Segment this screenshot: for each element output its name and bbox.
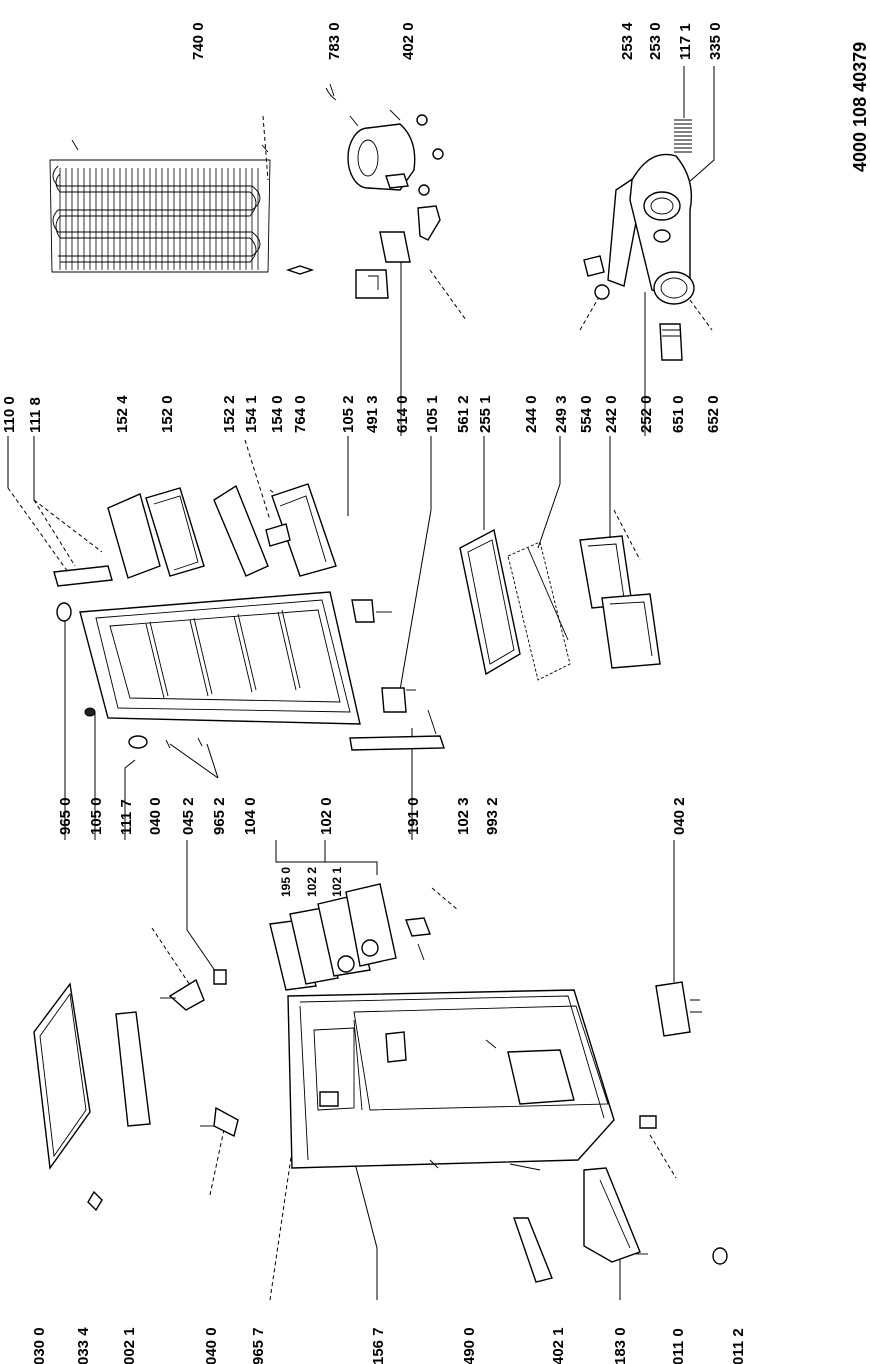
label-040-0-bottom: 040 0 [203,1327,220,1364]
label-252-0: 252 0 [638,395,655,433]
label-110-0: 110 0 [1,396,18,433]
label-156-7: 156 7 [370,1327,387,1364]
label-191-0: 191 0 [405,797,422,835]
hardware [87,917,728,1265]
freezer-door [56,591,361,725]
label-253-4: 253 4 [619,22,636,60]
label-102-2: 102 2 [305,867,319,897]
part-labels: 030 0 033 4 002 1 040 0 965 7 156 7 490 … [1,22,747,1364]
top-panel [33,982,151,1170]
hinges-upper [128,599,445,751]
document-id: 4000 108 40379 [850,42,870,172]
label-111-8: 111 8 [27,397,44,433]
label-490-0: 490 0 [461,1327,478,1364]
label-105-0: 105 0 [88,797,105,835]
freezer-drawers [579,535,661,669]
label-255-1: 255 1 [477,395,494,433]
label-152-2: 152 2 [221,395,238,433]
label-033-4: 033 4 [75,1327,92,1364]
label-040-0-middle: 040 0 [147,797,164,835]
label-011-0: 011 0 [670,1328,687,1364]
label-117-1: 117 1 [677,23,694,60]
label-030-0: 030 0 [31,1327,48,1364]
label-195-0: 195 0 [279,867,293,897]
compressor [325,83,444,299]
label-993-2: 993 2 [484,797,501,835]
label-111-7: 111 7 [118,799,135,835]
label-651-0: 651 0 [670,395,687,433]
label-154-0: 154 0 [269,395,286,433]
label-102-3: 102 3 [455,797,472,835]
label-253-0: 253 0 [647,22,664,60]
label-183-0: 183 0 [612,1327,629,1364]
label-561-2: 561 2 [455,395,472,433]
label-040-2: 040 2 [671,797,688,835]
label-104-0: 104 0 [242,797,259,835]
label-152-0: 152 0 [159,395,176,433]
label-554-0: 554 0 [578,395,595,433]
label-154-1: 154 1 [243,395,260,433]
label-764-0: 764 0 [292,395,309,433]
label-105-2: 105 2 [340,395,357,433]
condenser-coil [49,139,315,275]
label-335-0: 335 0 [707,22,724,60]
label-105-1: 105 1 [424,395,441,433]
inner-compartment [269,883,397,991]
thermostat-housing [583,119,695,361]
cabinet [287,989,615,1171]
label-783-0: 783 0 [326,22,343,60]
label-249-3: 249 3 [553,395,570,433]
label-244-0: 244 0 [523,395,540,433]
label-965-7: 965 7 [250,1327,267,1364]
door-bins [53,483,337,587]
label-152-4: 152 4 [114,395,131,433]
base-parts [513,1167,648,1283]
shelves [459,528,571,681]
label-011-2: 011 2 [730,1328,747,1364]
label-242-0: 242 0 [603,395,620,433]
label-102-1: 102 1 [330,867,344,897]
label-402-0: 402 0 [400,22,417,60]
label-102-0: 102 0 [318,797,335,835]
label-402-1: 402 1 [550,1327,567,1364]
label-652-0: 652 0 [705,395,722,433]
label-491-3: 491 3 [364,395,381,433]
label-045-2: 045 2 [180,797,197,835]
label-002-1: 002 1 [121,1327,138,1364]
label-965-2: 965 2 [211,797,228,835]
label-614-0: 614 0 [394,395,411,433]
label-740-0: 740 0 [190,22,207,60]
